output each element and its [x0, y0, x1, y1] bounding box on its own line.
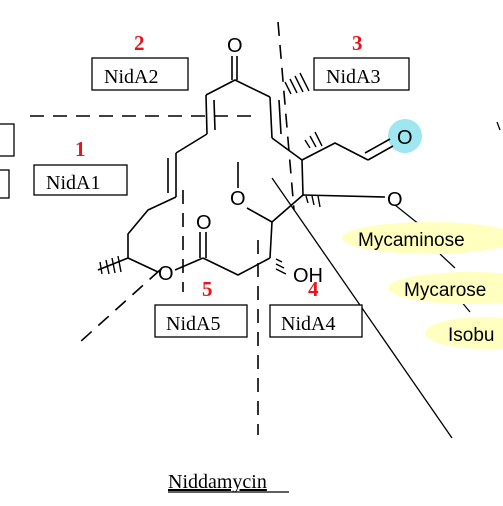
module-number-1: 1 — [75, 137, 86, 161]
module-label-2: NidA2 — [104, 66, 158, 88]
atom-o-methoxy: O — [230, 188, 246, 210]
bond-methoxy — [246, 207, 273, 223]
module-label-5: NidA5 — [166, 313, 220, 335]
module-number-2: 2 — [134, 31, 145, 55]
sugar-mycarose — [388, 272, 503, 304]
bond-c10-c11 — [205, 94, 208, 135]
atom-o-ring: O — [158, 263, 174, 285]
module-number-4: 4 — [308, 277, 319, 301]
bond-c10-c11-double — [213, 99, 216, 131]
module-box-2 — [91, 57, 189, 91]
bond-sugar-o — [302, 194, 386, 198]
bond-c11-c12 — [175, 133, 208, 154]
stereo-hashes — [99, 72, 323, 275]
atom-oh: OH — [293, 265, 323, 287]
bond-left-chain — [127, 196, 177, 258]
module-label-4: NidA4 — [281, 313, 335, 335]
module-box-1 — [33, 164, 128, 196]
module-boundaries — [30, 21, 295, 435]
module-box-3 — [313, 57, 410, 91]
bond-aldehyde-double-2 — [364, 138, 391, 154]
bond-right-top — [269, 96, 273, 139]
bond-aldehyde-double — [367, 145, 394, 161]
sugar-label-isobu: Isobu — [448, 325, 494, 346]
sugar-link-1 — [394, 204, 421, 226]
atom-o-ketone: O — [227, 35, 243, 57]
partial-box-left-1 — [0, 123, 15, 157]
boundary-line-vertical-top — [277, 21, 295, 211]
bond-ring-o-c1 — [174, 257, 204, 271]
molecule-bonds — [97, 56, 394, 276]
bond-top-chain — [205, 79, 271, 98]
aldehyde-highlight — [388, 119, 422, 153]
sugar-link-2 — [439, 253, 456, 269]
partial-mark-right — [496, 121, 501, 131]
module-number-3: 3 — [352, 31, 363, 55]
atom-o-sugar-link: O — [387, 189, 403, 211]
module-label-3: NidA3 — [326, 66, 380, 88]
atom-o-lactone-carbonyl: O — [196, 212, 212, 234]
diagram-title: Niddamycin — [168, 471, 267, 493]
atom-labels: O O O O O O OH — [158, 35, 413, 287]
sugar-chain: Mycaminose Mycarose Isobu — [342, 204, 503, 349]
atom-o-aldehyde: O — [397, 127, 413, 149]
bond-right-chain — [271, 137, 304, 196]
partial-box-left-2 — [0, 169, 10, 199]
sugar-isobu — [425, 317, 503, 349]
sugar-label-mycarose: Mycarose — [404, 280, 486, 301]
bond-c15-ring-o — [127, 257, 159, 273]
bond-right-top-double — [278, 99, 282, 135]
module-box-5 — [154, 304, 248, 338]
bond-c1-c3 — [202, 257, 271, 276]
bond-aldehyde-chain — [301, 142, 369, 161]
module-label-1: NidA1 — [46, 172, 100, 194]
module-labels: 1 NidA1 2 NidA2 3 NidA3 4 NidA4 5 NidA5 — [33, 31, 410, 338]
bond-right-lower — [269, 194, 304, 259]
module-box-4 — [269, 304, 363, 338]
boundary-line-lower-left — [79, 269, 161, 343]
sugar-mycaminose — [342, 222, 503, 254]
sugar-label-mycaminose: Mycaminose — [358, 230, 465, 251]
module-number-5: 5 — [202, 277, 213, 301]
